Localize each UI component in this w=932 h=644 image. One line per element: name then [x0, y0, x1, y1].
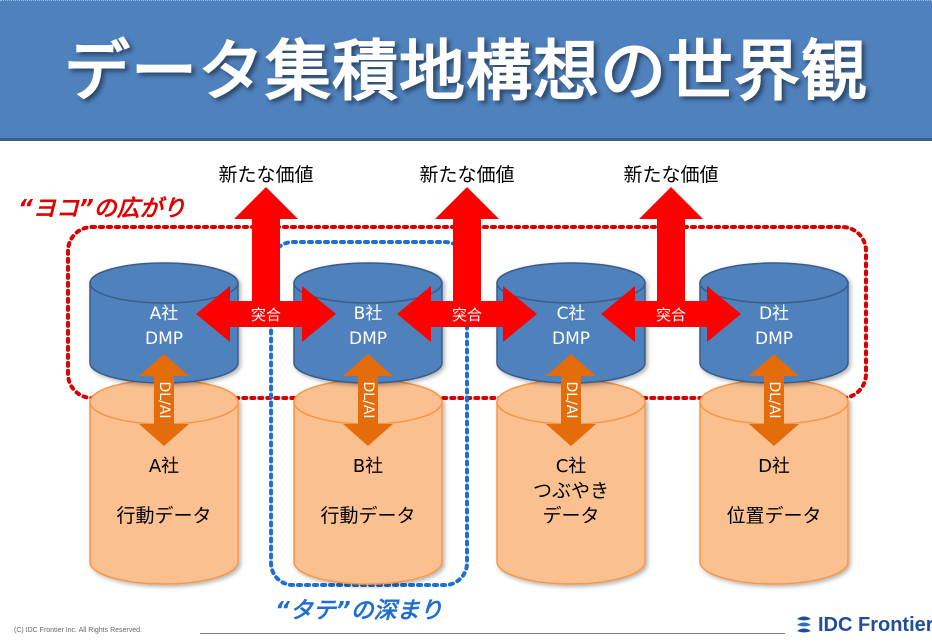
title-bar: データ集積地構想の世界観 [0, 0, 932, 141]
merge-arrow: 突合 [397, 286, 537, 342]
slide-title: データ集積地構想の世界観 [64, 33, 868, 110]
dl-ai-label: DL/AI [766, 381, 782, 418]
dmp-label: DMP [145, 329, 183, 349]
dmp-company: C社 [557, 304, 586, 324]
footer-divider [200, 633, 785, 634]
new-value-arrow [639, 187, 703, 314]
merge-label: 突合 [251, 306, 281, 324]
dl-ai-arrow: DL/AI [343, 354, 393, 446]
data-source-cylinder [89, 379, 239, 585]
data-source-company: A社 [149, 456, 179, 477]
dmp-label: DMP [349, 329, 387, 349]
data-source-type: 位置データ [726, 505, 821, 527]
dl-ai-label: DL/AI [156, 381, 172, 418]
data-source-cylinder [699, 379, 849, 585]
logo-text: IDC Frontier [818, 613, 932, 636]
dl-ai-label: DL/AI [360, 381, 376, 418]
dl-ai-label: DL/AI [563, 381, 579, 418]
data-source-type: 行動データ [320, 505, 415, 527]
dmp-company: A社 [150, 304, 179, 324]
dmp-cylinder [699, 262, 849, 384]
dl-ai-arrow: DL/AI [749, 354, 799, 446]
data-source-type: 行動データ [116, 505, 211, 527]
dl-ai-arrow: DL/AI [139, 354, 189, 446]
data-source-type: つぶやき [533, 480, 609, 502]
horizontal-expansion-label: “ヨコ”の広がり [18, 196, 186, 222]
data-source-company: C社 [556, 456, 587, 477]
new-value-label: 新たな価値 [419, 164, 514, 186]
data-source-type: データ [542, 505, 599, 527]
merge-arrow: 突合 [601, 286, 741, 342]
dmp-cylinder [496, 262, 646, 384]
dmp-company: B社 [354, 304, 383, 324]
merge-label: 突合 [452, 306, 482, 324]
dmp-cylinder [89, 262, 239, 384]
idcf-logo-icon [797, 616, 811, 633]
new-value-arrow [234, 187, 298, 314]
vertical-deepening-label: “タテ”の深まり [275, 598, 443, 624]
data-source-company: D社 [758, 456, 790, 477]
dmp-company: D社 [759, 304, 789, 324]
dl-ai-arrow: DL/AI [546, 354, 596, 446]
merge-label: 突合 [656, 306, 686, 324]
copyright-footer: (C) IDC Frontier Inc. All Rights Reserve… [14, 627, 142, 634]
company-logo: IDC Frontier [795, 612, 932, 638]
vertical-deepening-region [269, 240, 469, 587]
merge-arrow: 突合 [196, 286, 336, 342]
new-value-arrow [435, 187, 499, 314]
dmp-label: DMP [755, 329, 793, 349]
new-value-label: 新たな価値 [623, 164, 718, 186]
new-value-label: 新たな価値 [218, 164, 313, 186]
data-source-company: B社 [353, 456, 383, 477]
dmp-label: DMP [552, 329, 590, 349]
